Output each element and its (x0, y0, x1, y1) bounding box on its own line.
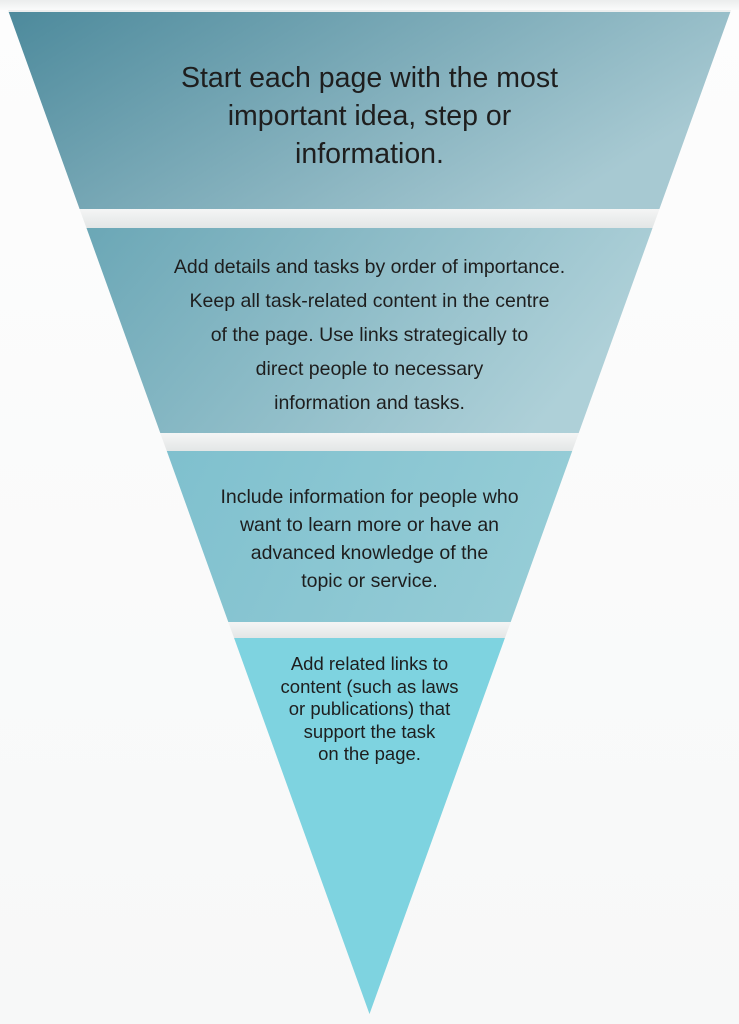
funnel-gap-2 (160, 433, 579, 451)
top-strip (0, 0, 739, 10)
tier1-text: Start each page with the most important … (180, 62, 559, 170)
funnel-gap-1 (79, 209, 660, 228)
tier3-text: Include information for people who want … (220, 485, 519, 592)
funnel-tier4-shape (234, 638, 505, 1014)
funnel-tier2-shape (86, 228, 653, 433)
funnel-tier3-shape (166, 451, 573, 622)
funnel-tier1-shape (8, 12, 731, 209)
tier2-text: Add details and tasks by order of import… (173, 256, 566, 414)
tier4-text: Add related links to content (such as la… (280, 653, 459, 764)
funnel-gap-3 (228, 622, 511, 638)
